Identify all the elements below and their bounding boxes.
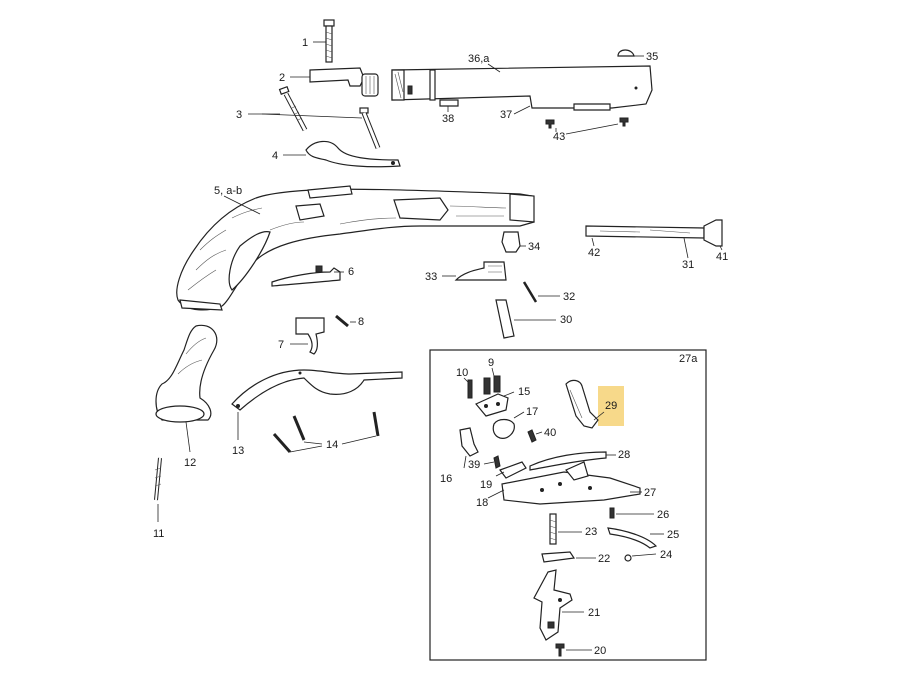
callout-10: 10 [456,367,468,379]
part-42-31-41-ramrod: 42 31 41 [585,219,728,271]
callout-9: 9 [488,357,494,369]
callout-39: 39 [468,459,480,471]
callout-8: 8 [358,316,364,328]
part-38-lug: 38 [439,99,459,125]
callout-17: 17 [526,406,538,418]
callout-7: 7 [278,339,284,351]
callout-29: 29 [605,400,617,412]
callout-12: 12 [184,457,196,469]
callout-5ab: 5, a-b [214,185,242,197]
callout-11: 11 [153,528,164,540]
callout-43: 43 [553,131,565,143]
part-13-trigger-guard: 13 [231,369,403,457]
part-8-pin: 8 [335,314,364,328]
callout-29-highlight [598,386,624,426]
callout-40: 40 [544,427,556,439]
callout-32: 32 [563,291,575,303]
callout-19: 19 [480,479,492,491]
part-2-breech-plug: 2 [279,67,379,97]
callout-4: 4 [272,150,278,162]
part-33-lock-bolt: 33 [425,261,507,283]
part-43-screws: 43 [545,117,629,143]
part-30-plate: 30 [495,299,572,339]
callout-31: 31 [682,259,694,271]
callout-36a: 36,a [468,53,490,65]
part-6-trigger-plate: 6 [271,265,354,287]
callout-41: 41 [716,251,728,263]
callout-34: 34 [528,241,540,253]
callout-13: 13 [232,445,244,457]
callout-1: 1 [302,37,308,49]
callout-3: 3 [236,109,242,121]
callout-27a: 27a [679,353,698,365]
part-7-trigger: 7 [278,317,325,355]
part-12-butt-cap: 12 [155,324,218,469]
lock-inset-27a: 27a 29 10 9 15 17 40 16 [429,349,707,661]
callout-24: 24 [660,549,672,561]
part-3-bolts: 3 [236,85,381,149]
callout-16: 16 [440,473,452,485]
callout-14: 14 [326,439,338,451]
part-36-barrel: 36,a [391,53,653,111]
part-1-screw: 1 [302,19,335,63]
part-37-wedge: 37 [500,105,531,121]
part-35-sight: 35 [617,49,658,63]
callout-28: 28 [618,449,630,461]
callout-22: 22 [598,553,610,565]
callout-2: 2 [279,72,285,84]
callout-38: 38 [442,113,454,125]
part-34-catch: 34 [501,231,540,253]
callout-18: 18 [476,497,488,509]
callout-23: 23 [585,526,597,538]
part-5-stock: 5, a-b [176,185,535,311]
callout-27: 27 [644,487,656,499]
callout-6: 6 [348,266,354,278]
part-32-spring-pin: 32 [522,281,575,303]
part-14-screws: 14 [272,411,380,453]
part-4-side-plate: 4 [272,140,401,168]
callout-33: 33 [425,271,437,283]
callout-35: 35 [646,51,658,63]
callout-25: 25 [667,529,679,541]
callout-21: 21 [588,607,600,619]
callout-37: 37 [500,109,512,121]
callout-42: 42 [588,247,600,259]
callout-30: 30 [560,314,572,326]
part-11-screw: 11 [153,457,164,540]
callout-15: 15 [518,386,530,398]
callout-20: 20 [594,645,606,657]
callout-26: 26 [657,509,669,521]
